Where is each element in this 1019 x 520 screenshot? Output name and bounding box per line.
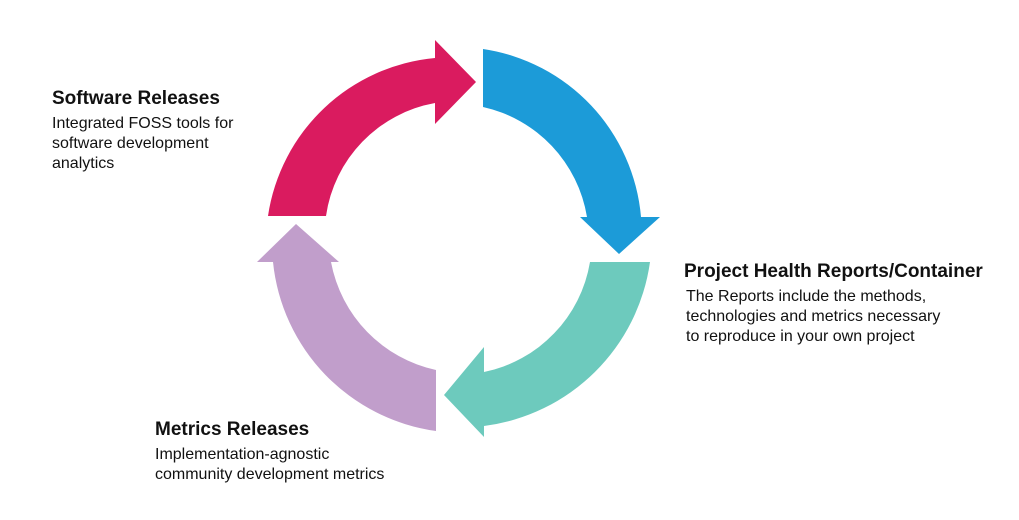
software-releases-desc-line-1: Integrated FOSS tools for — [52, 114, 234, 132]
software-releases-arrow — [268, 40, 476, 216]
project-health-title: Project Health Reports/Container — [684, 261, 983, 282]
project-health-desc-line-1: The Reports include the methods, — [686, 287, 927, 305]
metrics-releases-block: Metrics Releases Implementation-agnostic… — [155, 418, 455, 485]
software-releases-block: Software Releases Integrated FOSS tools … — [52, 87, 282, 174]
project-health-block: Project Health Reports/Container The Rep… — [684, 260, 1019, 347]
health-reports-arrow — [444, 262, 650, 437]
software-releases-title: Software Releases — [52, 88, 220, 109]
software-releases-desc-line-2: software development — [52, 134, 209, 152]
metrics-releases-arrow — [257, 224, 436, 431]
project-health-desc-line-2: technologies and metrics necessary — [686, 307, 941, 325]
software-releases-desc-line-3: analytics — [52, 154, 115, 172]
metrics-releases-desc-line-2: community development metrics — [155, 465, 385, 483]
project-health-desc-line-3: to reproduce in your own project — [686, 327, 915, 345]
project-health-arrow — [483, 49, 660, 254]
metrics-releases-desc-line-1: Implementation-agnostic — [155, 445, 330, 463]
metrics-releases-title: Metrics Releases — [155, 419, 310, 440]
